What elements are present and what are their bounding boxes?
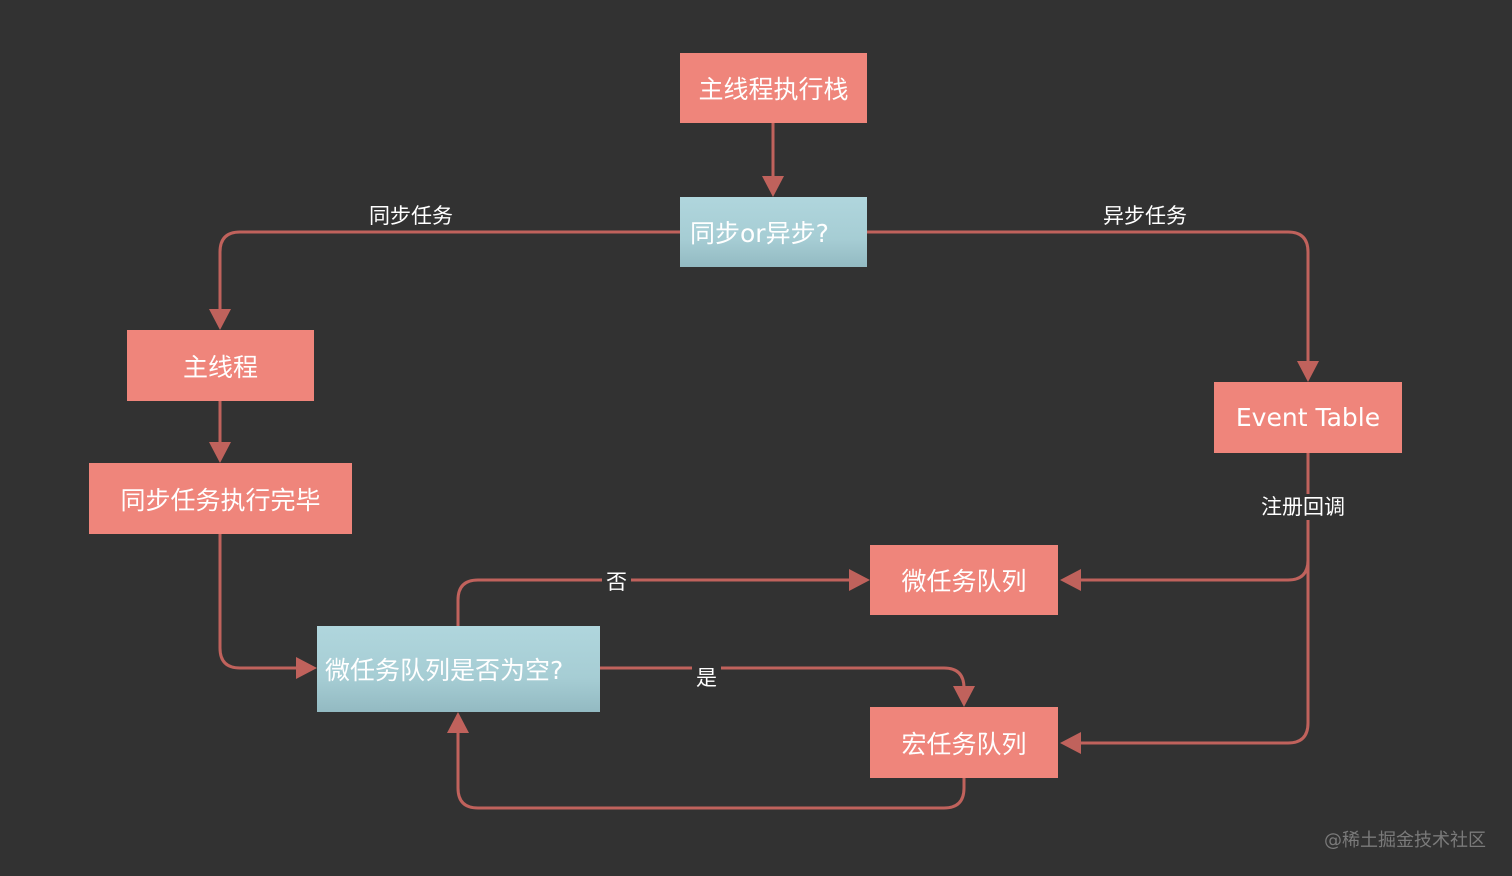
node-main-thread: 主线程 [127, 330, 314, 401]
arrowhead-left-icon [1060, 732, 1081, 754]
edge-decision-to-event-table [867, 230, 1310, 364]
node-is-micro-empty: 微任务队列是否为空? [317, 626, 600, 712]
edge-sync-done-to-check [218, 534, 300, 670]
arrowhead-down-icon [1297, 361, 1319, 382]
edge-macro-to-check [456, 730, 966, 810]
edge-label-sync-task: 同步任务 [365, 203, 457, 229]
node-macro-queue: 宏任务队列 [870, 707, 1058, 778]
arrowhead-down-icon [762, 176, 784, 197]
arrowhead-right-icon [296, 657, 317, 679]
node-micro-queue: 微任务队列 [870, 545, 1058, 615]
edge-decision-to-main-thread [218, 230, 680, 312]
node-main-stack: 主线程执行栈 [680, 53, 867, 123]
node-sync-or-async: 同步or异步? [680, 197, 867, 267]
node-event-table: Event Table [1214, 382, 1402, 453]
edge-label-no: 否 [602, 569, 631, 595]
watermark: @稀土掘金技术社区 [1324, 830, 1486, 851]
arrowhead-down-icon [209, 309, 231, 330]
node-sync-done: 同步任务执行完毕 [89, 463, 352, 534]
arrowhead-up-icon [447, 712, 469, 733]
arrowhead-left-icon [1060, 569, 1081, 591]
edge-check-to-micro [456, 578, 852, 626]
edge-event-table-to-macro [1078, 560, 1310, 745]
arrowhead-right-icon [849, 569, 870, 591]
edge-label-register-callback: 注册回调 [1257, 494, 1349, 520]
arrowhead-down-icon [953, 686, 975, 707]
arrowhead-down-icon [209, 442, 231, 463]
edge-check-to-macro [600, 666, 966, 690]
edge-label-async-task: 异步任务 [1099, 203, 1191, 229]
edge-label-yes: 是 [692, 665, 721, 691]
